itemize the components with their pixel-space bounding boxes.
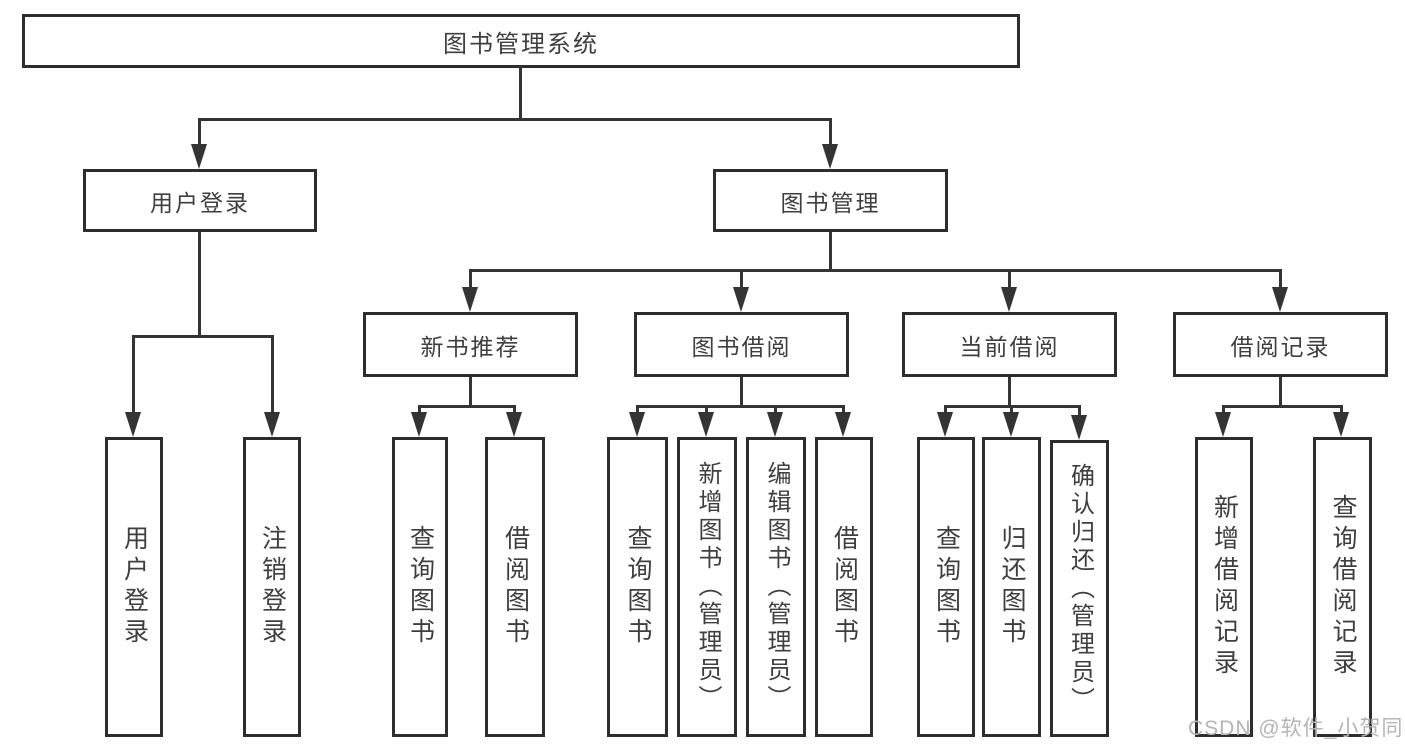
leaf-current-return: 归还图书 — [982, 437, 1041, 737]
leaf-borrow-borrow: 借阅图书 — [815, 437, 873, 737]
edge-userlogin-rail — [133, 335, 273, 338]
edge-drop-currentborrow — [1008, 269, 1011, 292]
edge-bookmgmt-stub — [829, 232, 832, 272]
node-current-borrow-label: 当前借阅 — [959, 333, 1060, 360]
arrow-rec-add-icon — [1215, 412, 1231, 437]
edge-drop-newrec-query — [418, 405, 421, 417]
arrow-login-icon — [125, 412, 141, 437]
leaf-borrow-query-label: 查询图书 — [624, 525, 652, 649]
arrow-records-icon — [1272, 287, 1288, 312]
leaf-user-login: 用户登录 — [105, 437, 163, 737]
node-new-book-rec-label: 新书推荐 — [420, 333, 521, 360]
leaf-borrow-add-label: 新增图书（管理员） — [694, 461, 721, 713]
leaf-borrow-query: 查询图书 — [607, 437, 668, 737]
node-root-label: 图书管理系统 — [443, 30, 599, 58]
node-user-login: 用户登录 — [83, 169, 317, 232]
edge-drop-bb-borrow — [842, 405, 845, 417]
leaf-newrec-query: 查询图书 — [392, 437, 448, 737]
node-borrow-records: 借阅记录 — [1173, 312, 1388, 377]
arrow-logout-icon — [264, 412, 280, 437]
leaf-user-login-label: 用户登录 — [120, 525, 149, 649]
arrow-cb-confirm-icon — [1071, 415, 1087, 440]
edge-drop-newrec — [469, 269, 472, 292]
edge-newrec-stub — [469, 377, 472, 408]
leaf-borrow-edit: 编辑图书（管理员） — [746, 437, 806, 737]
node-borrow-records-label: 借阅记录 — [1230, 333, 1331, 360]
arrow-user-login-icon — [191, 144, 207, 169]
leaf-newrec-query-label: 查询图书 — [406, 525, 435, 649]
edge-drop-cb-confirm — [1078, 405, 1081, 417]
arrow-bb-edit-icon — [767, 412, 783, 437]
leaf-borrow-edit-label: 编辑图书（管理员） — [763, 461, 790, 713]
edge-drop-bb-add — [705, 405, 708, 417]
edge-drop-logout — [271, 335, 274, 415]
leaf-logout-label: 注销登录 — [258, 525, 287, 649]
node-book-mgmt-label: 图书管理 — [780, 189, 881, 216]
node-root: 图书管理系统 — [22, 14, 1020, 68]
edge-drop-records — [1279, 269, 1282, 292]
arrow-currentborrow-icon — [1001, 287, 1017, 312]
edge-root-stub — [519, 66, 522, 121]
edge-bookborrow-rail — [636, 405, 845, 408]
edge-newrec-rail — [419, 405, 516, 408]
node-new-book-rec: 新书推荐 — [363, 312, 578, 377]
edge-records-stub — [1279, 377, 1282, 408]
edge-drop-bb-edit — [774, 405, 777, 417]
arrow-bb-borrow-icon — [835, 412, 851, 437]
arrow-rec-query-icon — [1333, 412, 1349, 437]
leaf-current-query: 查询图书 — [917, 437, 975, 737]
edge-bookborrow-stub — [740, 377, 743, 408]
leaf-current-confirm-label: 确认归还（管理员） — [1066, 462, 1094, 715]
arrow-newrec-borrow-icon — [506, 412, 522, 437]
node-book-borrow-label: 图书借阅 — [691, 333, 792, 360]
leaf-current-query-label: 查询图书 — [932, 525, 961, 649]
leaf-newrec-borrow-label: 借阅图书 — [501, 525, 530, 649]
edge-drop-newrec-borrow — [513, 405, 516, 417]
edge-drop-rec-query — [1340, 405, 1343, 417]
leaf-current-confirm: 确认归还（管理员） — [1050, 440, 1109, 737]
leaf-records-query-label: 查询借阅记录 — [1329, 494, 1357, 680]
leaf-logout: 注销登录 — [243, 437, 301, 737]
edge-currentborrow-stub — [1008, 377, 1011, 408]
edge-userlogin-stub — [198, 232, 201, 337]
edge-drop-book-mgmt — [829, 118, 832, 150]
edge-records-rail — [1223, 405, 1343, 408]
edge-root-rail — [199, 118, 832, 121]
node-book-borrow: 图书借阅 — [634, 312, 849, 377]
leaf-borrow-borrow-label: 借阅图书 — [830, 525, 859, 649]
arrow-cb-return-icon — [1003, 412, 1019, 437]
edge-drop-rec-add — [1222, 405, 1225, 417]
leaf-records-query: 查询借阅记录 — [1313, 437, 1372, 737]
edge-drop-user-login — [198, 118, 201, 150]
leaf-records-add-label: 新增借阅记录 — [1210, 494, 1239, 680]
edge-drop-login — [132, 335, 135, 415]
arrow-cb-query-icon — [937, 412, 953, 437]
arrow-bb-query-icon — [629, 412, 645, 437]
node-current-borrow: 当前借阅 — [902, 312, 1117, 377]
leaf-current-return-label: 归还图书 — [998, 525, 1026, 649]
arrow-book-mgmt-icon — [822, 144, 838, 169]
edge-drop-bookborrow — [740, 269, 743, 292]
arrow-bookborrow-icon — [733, 287, 749, 312]
leaf-borrow-add: 新增图书（管理员） — [677, 437, 737, 737]
leaf-newrec-borrow: 借阅图书 — [485, 437, 545, 737]
arrow-newrec-query-icon — [411, 412, 427, 437]
csdn-watermark: CSDN @软件_小贺同学 — [1188, 717, 1405, 740]
arrow-bb-add-icon — [698, 412, 714, 437]
edge-drop-bb-query — [636, 405, 639, 417]
node-book-mgmt: 图书管理 — [713, 169, 948, 232]
edge-drop-cb-return — [1010, 405, 1013, 417]
arrow-newrec-icon — [462, 287, 478, 312]
leaf-records-add: 新增借阅记录 — [1195, 437, 1253, 737]
edge-bookmgmt-rail — [469, 269, 1282, 272]
node-user-login-label: 用户登录 — [150, 189, 250, 216]
edge-drop-cb-query — [944, 405, 947, 417]
